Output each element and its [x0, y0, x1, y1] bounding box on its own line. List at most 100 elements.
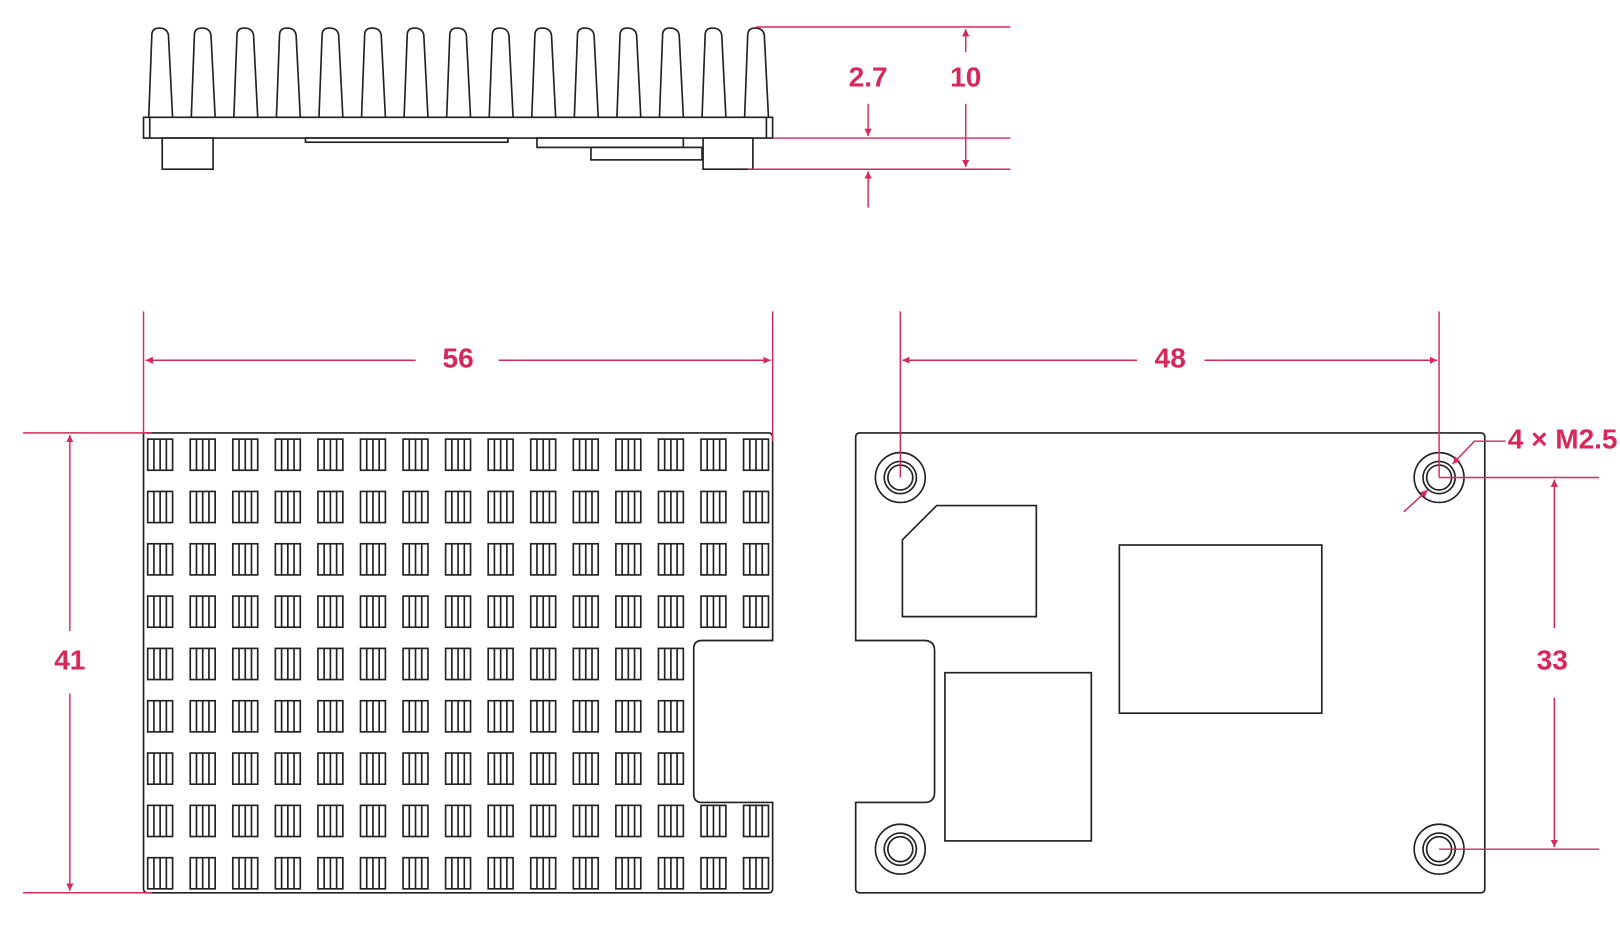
fin-cell	[189, 438, 216, 472]
hole-size-label: 4 × M2.5	[1508, 424, 1618, 455]
fin-cell	[615, 490, 642, 524]
mounting-holes	[874, 451, 1465, 875]
fin	[360, 27, 387, 118]
fin	[147, 27, 174, 118]
chip-square	[944, 671, 1093, 842]
fin-cell	[189, 647, 216, 681]
hole-size-leader	[1452, 440, 1506, 465]
fin-cell	[317, 804, 344, 838]
fin-cell	[231, 647, 259, 681]
fin-cell	[657, 856, 685, 890]
fin-cell	[615, 699, 642, 733]
fin-cell	[231, 438, 259, 472]
hole-spacing-x-label: 48	[1155, 343, 1186, 374]
fin-cell	[317, 856, 344, 890]
fin-cell	[402, 856, 429, 890]
fin-cell	[146, 699, 174, 733]
fin-cell	[231, 490, 259, 524]
board-outline	[854, 432, 1486, 894]
fin-cell	[317, 542, 344, 576]
fin-cell	[615, 438, 642, 472]
fin-cell	[359, 699, 387, 733]
fin-cell	[274, 490, 302, 524]
fin-cell	[359, 804, 387, 838]
fin-cell	[444, 856, 472, 890]
fin	[445, 27, 472, 118]
fin-cell	[359, 542, 387, 576]
fin-cell	[317, 595, 344, 629]
fin-cell	[572, 490, 600, 524]
fin-cell	[487, 804, 514, 838]
hole-size-arrow	[1403, 489, 1429, 513]
fin-cell	[274, 438, 302, 472]
fin-cell	[231, 752, 259, 786]
fin-cell	[700, 856, 727, 890]
fin	[190, 27, 216, 118]
fin-cell	[274, 699, 302, 733]
fin-cell	[487, 542, 514, 576]
fin-cell	[487, 856, 514, 890]
fin-cell	[444, 647, 472, 681]
fin-cell	[529, 647, 557, 681]
fin-cell	[742, 804, 770, 838]
fin-cell	[317, 438, 344, 472]
fin	[403, 27, 429, 118]
fin-cell	[317, 647, 344, 681]
fin-cell	[700, 804, 727, 838]
fin-cell	[231, 595, 259, 629]
fin-cell	[615, 542, 642, 576]
component-b	[536, 137, 685, 149]
fin	[233, 27, 259, 118]
fin-cell	[359, 647, 387, 681]
fin-cell	[700, 595, 727, 629]
fin-cell	[231, 804, 259, 838]
fin-cell	[402, 647, 429, 681]
fin-cell	[189, 542, 216, 576]
fin	[658, 27, 685, 118]
fin-cell	[615, 856, 642, 890]
fin-cell	[444, 438, 472, 472]
fin-cell	[615, 595, 642, 629]
side-fins	[147, 27, 770, 118]
fin-cell	[146, 595, 174, 629]
height-dimension-label: 10	[950, 61, 981, 92]
fin-cell	[444, 595, 472, 629]
fin-cell	[657, 490, 685, 524]
left-foot	[161, 137, 214, 171]
fin-cell	[529, 856, 557, 890]
top-view: 56 41	[23, 311, 774, 894]
fin-cell	[572, 699, 600, 733]
fin-cell	[189, 804, 216, 838]
fin-cell	[402, 438, 429, 472]
fin-cell	[444, 542, 472, 576]
fin-cell	[402, 752, 429, 786]
fin-cell	[487, 647, 514, 681]
fin-cell	[529, 438, 557, 472]
fin-cell	[359, 595, 387, 629]
hole-spacing-y-label: 33	[1537, 645, 1568, 676]
fin-cell	[487, 490, 514, 524]
fin-cell	[657, 752, 685, 786]
fin-cell	[402, 490, 429, 524]
fin-cell	[317, 699, 344, 733]
fin-cell	[742, 490, 770, 524]
hole-ring	[883, 832, 918, 867]
chip-large	[1118, 544, 1323, 715]
fin	[701, 27, 727, 118]
depth-dimension-label: 41	[54, 645, 85, 676]
fin-cell	[487, 699, 514, 733]
fin	[275, 27, 302, 118]
fin-cell	[572, 804, 600, 838]
fin-cell	[572, 542, 600, 576]
fin-cell	[146, 542, 174, 576]
fin-cell	[700, 490, 727, 524]
fin-cell	[657, 804, 685, 838]
fin-cell	[572, 595, 600, 629]
fin-cell	[444, 699, 472, 733]
fin-cell	[317, 752, 344, 786]
fin-cell	[444, 490, 472, 524]
fin-cell	[487, 595, 514, 629]
side-view: 10 2.7	[142, 26, 1011, 208]
fin-cell	[529, 752, 557, 786]
fin-cell	[359, 856, 387, 890]
